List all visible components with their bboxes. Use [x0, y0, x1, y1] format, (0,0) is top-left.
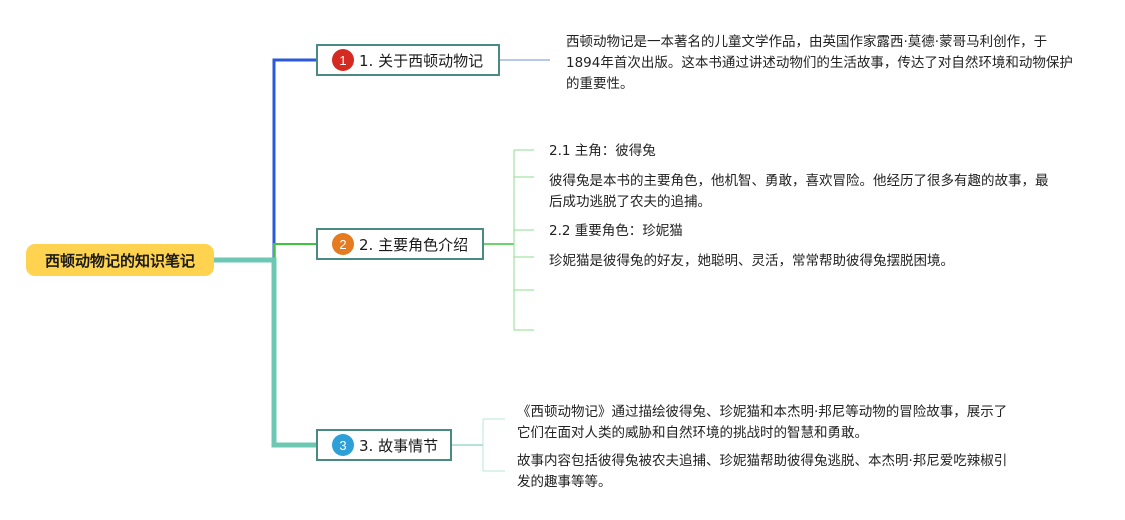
number-2-badge-icon: 2 [332, 233, 354, 255]
root-node[interactable]: 西顿动物记的知识笔记 [26, 244, 214, 276]
branch-2-connector [273, 243, 316, 260]
branch-3-label: 3. 故事情节 [359, 436, 439, 455]
branch-3-note-2: 故事内容包括彼得兔被农夫追捕、珍妮猫帮助彼得兔逃脱、本杰明·邦尼爱吃辣椒引发的趣… [517, 453, 1008, 490]
branch-node-2[interactable]: 2 2. 主要角色介绍 [316, 228, 484, 260]
branch-1-note-1: 西顿动物记是一本著名的儿童文学作品，由英国作家露西·莫德·蒙哥马利创作，于189… [566, 34, 1073, 92]
branch-2-bracket [513, 149, 534, 331]
branch-2-note-3: 2.2 重要角色：珍妮猫 [549, 223, 683, 239]
branch-2-label: 2. 主要角色介绍 [359, 235, 469, 254]
branch-2-note-2: 彼得兔是本书的主要角色，他机智、勇敢，喜欢冒险。他经历了很多有趣的故事，最后成功… [549, 173, 1049, 210]
root-label: 西顿动物记的知识笔记 [44, 251, 195, 270]
branch-2-note-4: 珍妮猫是彼得兔的好友，她聪明、灵活，常常帮助彼得兔摆脱困境。 [549, 253, 954, 269]
branch-1-label: 1. 关于西顿动物记 [359, 51, 484, 70]
branch-node-1[interactable]: 1 1. 关于西顿动物记 [316, 44, 500, 76]
branch-2-note-1: 2.1 主角：彼得兔 [549, 143, 656, 159]
branch-3-note-1: 《西顿动物记》通过描绘彼得兔、珍妮猫和本杰明·邦尼等动物的冒险故事，展示了它们在… [517, 404, 1008, 441]
branch-3-bracket [482, 418, 505, 472]
branch-3-connector [214, 257, 316, 448]
branch-node-3[interactable]: 3 3. 故事情节 [316, 429, 452, 461]
number-3-badge-icon: 3 [332, 434, 354, 456]
number-1-badge-icon: 1 [332, 49, 354, 71]
branch-1-connector [272, 58, 316, 260]
